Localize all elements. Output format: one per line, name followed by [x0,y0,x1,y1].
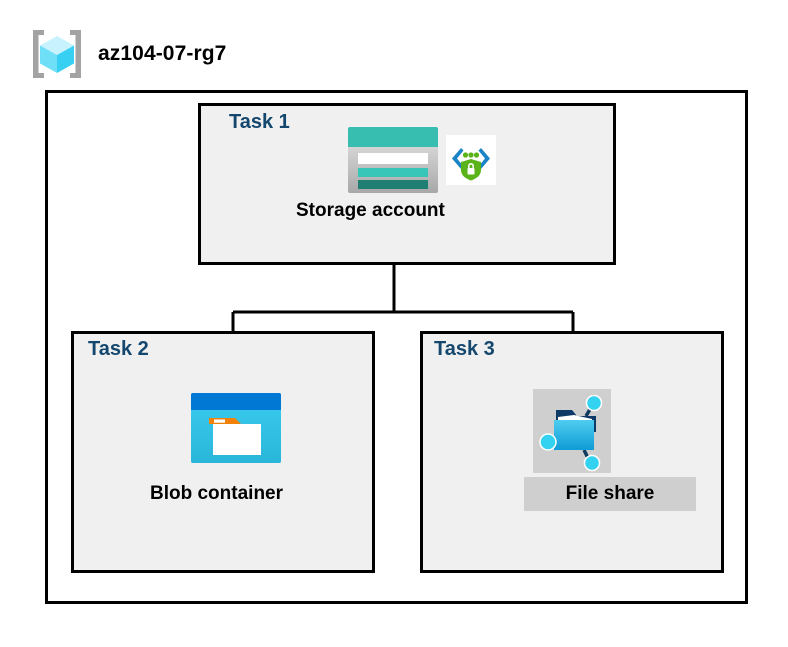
blob-container-label: Blob container [150,483,284,504]
storage-account-label: Storage account [296,200,445,221]
storage-account-icon [348,127,438,193]
task-3-label: Task 3 [434,338,495,360]
azure-resource-group-icon [33,30,81,78]
file-share-label: File share [524,477,696,511]
task-1-label: Task 1 [229,111,290,133]
resource-group-title: az104-07-rg7 [98,42,227,65]
blob-container-icon [191,393,281,463]
task-2-label: Task 2 [88,338,149,360]
resource-group-header: az104-07-rg7 [30,28,226,80]
file-share-icon [539,394,603,472]
private-link-icon [446,135,496,185]
